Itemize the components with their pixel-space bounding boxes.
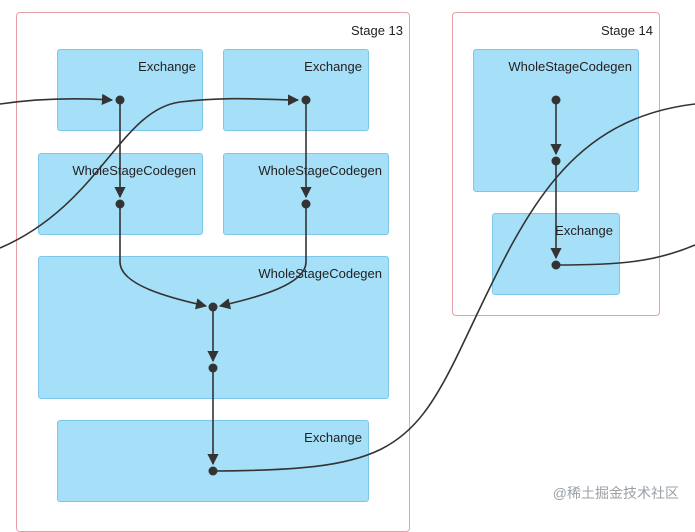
wholestagecodegen-node-left-label: WholeStageCodegen	[72, 163, 196, 178]
exchange-node-stage14-label: Exchange	[555, 223, 613, 238]
exchange-node-left[interactable]: Exchange	[57, 49, 203, 131]
exchange-node-right-label: Exchange	[304, 59, 362, 74]
edge-exchange-bottom-to-stage14	[212, 103, 695, 472]
port-dot	[208, 363, 218, 373]
edge-wsc-right-to-join	[218, 204, 307, 310]
port-dot	[551, 260, 561, 270]
stage-14-label: Stage 14	[600, 23, 653, 38]
exchange-node-left-label: Exchange	[138, 59, 196, 74]
port-dot	[301, 95, 311, 105]
stage-14-container: Stage 14	[452, 12, 660, 316]
port-dot	[208, 302, 218, 312]
port-dot	[301, 199, 311, 209]
exchange-node-bottom-label: Exchange	[304, 430, 362, 445]
edge-stage14-exchange-out	[555, 244, 695, 266]
edge-incoming-to-exchange-left	[0, 93, 114, 105]
port-dot	[115, 199, 125, 209]
edge-incoming-to-exchange-right	[0, 94, 300, 249]
edges-layer	[0, 93, 695, 476]
port-dot	[551, 156, 561, 166]
wholestagecodegen-node-join-label: WholeStageCodegen	[258, 266, 382, 281]
watermark-text: @稀土掘金技术社区	[552, 485, 679, 501]
edge-wsc-left-to-join	[119, 204, 208, 310]
port-dot	[551, 95, 561, 105]
stage-13-label: Stage 13	[350, 23, 403, 38]
wholestagecodegen-node-stage14-label: WholeStageCodegen	[508, 59, 632, 74]
port-dot	[115, 95, 125, 105]
exchange-node-right[interactable]: Exchange	[223, 49, 369, 131]
wholestagecodegen-node-right-label: WholeStageCodegen	[258, 163, 382, 178]
port-dot	[208, 466, 218, 476]
